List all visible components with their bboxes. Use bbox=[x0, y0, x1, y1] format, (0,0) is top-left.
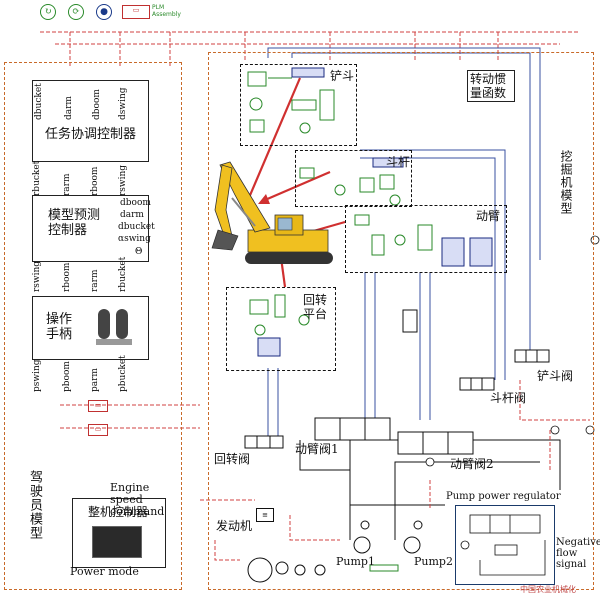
mpc-controller-box[interactable] bbox=[32, 195, 149, 262]
swing-platform-label: 回转平台 bbox=[303, 293, 328, 321]
recycle-icon[interactable]: ↻ bbox=[40, 4, 56, 20]
assembly-tag-icon[interactable]: ▭ bbox=[122, 5, 150, 19]
mpc-output-darm: darm bbox=[120, 210, 144, 220]
boom-label: 动臂 bbox=[476, 209, 501, 223]
operating-handle-label: 操作 手柄 bbox=[46, 312, 73, 342]
engine-speed-sensor-icon[interactable]: ≡ bbox=[256, 508, 274, 522]
bucket-subsystem[interactable] bbox=[240, 64, 357, 146]
excavator-model-frame bbox=[208, 52, 594, 590]
operating-handle-box[interactable] bbox=[32, 296, 149, 360]
bucket-label: 铲斗 bbox=[330, 69, 355, 83]
task-input-dbucket: dbucket bbox=[34, 83, 44, 120]
signal-block-1[interactable]: ▭ bbox=[88, 400, 108, 412]
task-controller-box[interactable] bbox=[32, 80, 149, 162]
mpc-bottom-rswing: rswing bbox=[32, 260, 42, 292]
pump1-label: Pump1 bbox=[336, 555, 375, 568]
pill-label: PLM Assembly bbox=[152, 4, 181, 18]
engine-speed-label: Engine speed command bbox=[110, 481, 165, 518]
inertia-function-label: 转动惯量函数 bbox=[470, 72, 507, 100]
joystick-icon[interactable] bbox=[96, 305, 132, 349]
signal-block-2[interactable]: ▭ bbox=[88, 424, 108, 436]
excavator-model-label: 挖掘机模型 bbox=[559, 150, 573, 215]
negative-flow-label: Negative flow signal bbox=[556, 537, 600, 570]
pump2-label: Pump2 bbox=[414, 555, 453, 568]
bucket-valve-label: 铲斗阀 bbox=[537, 369, 574, 383]
mpc-output-dbucket: dbucket bbox=[118, 222, 155, 232]
swing-platform-subsystem[interactable] bbox=[226, 287, 336, 371]
handle-output-pbucket: pbucket bbox=[118, 355, 128, 392]
mpc-output-theta: Θ bbox=[135, 247, 143, 257]
mpc-bottom-rbucket: rbucket bbox=[118, 256, 128, 292]
task-controller-label: 任务协调控制器 bbox=[45, 127, 137, 142]
mpc-output-aswing: αswing bbox=[118, 234, 151, 244]
handle-output-pswing: pswing bbox=[32, 359, 42, 392]
task-output-rboom: rboom bbox=[90, 166, 100, 196]
pump-regulator-box[interactable] bbox=[455, 505, 555, 585]
handle-output-parm: parm bbox=[90, 368, 100, 392]
vehicle-controller-label: 整机控制器 bbox=[88, 505, 149, 519]
task-output-rbucket: rbucket bbox=[32, 160, 42, 196]
power-mode-label: Power mode bbox=[70, 565, 139, 578]
refresh-icon[interactable]: ⟳ bbox=[68, 4, 84, 20]
driver-model-frame bbox=[4, 62, 182, 590]
pump-regulator-label: Pump power regulator bbox=[446, 491, 561, 502]
mpc-bottom-rarm: rarm bbox=[90, 269, 100, 292]
driver-model-label: 驾驶员模型 bbox=[27, 470, 42, 540]
engine-label: 发动机 bbox=[216, 519, 253, 533]
task-input-dswing: dswing bbox=[118, 87, 128, 120]
task-input-darm: darm bbox=[64, 96, 74, 120]
handle-output-pboom: pboom bbox=[62, 361, 72, 392]
excavator-image bbox=[211, 161, 333, 264]
task-output-rarm: rarm bbox=[62, 173, 72, 196]
mpc-bottom-rboom: rboom bbox=[62, 262, 72, 292]
mpc-output-dboom: dboom bbox=[120, 198, 151, 208]
arm-valve-label: 斗杆阀 bbox=[490, 391, 527, 405]
swing-valve-label: 回转阀 bbox=[214, 452, 251, 466]
task-input-dboom: dboom bbox=[92, 89, 102, 120]
boom-subsystem[interactable] bbox=[345, 205, 507, 273]
toolbar: ↻ ⟳ ● ▭ PLM Assembly bbox=[40, 4, 240, 20]
task-output-rswing: rswing bbox=[118, 164, 128, 196]
arm-label: 斗杆 bbox=[386, 155, 411, 169]
boom-valve2-label: 动臂阀2 bbox=[450, 457, 494, 471]
drop-icon[interactable]: ● bbox=[96, 4, 112, 20]
mpc-controller-label: 模型预测 控制器 bbox=[48, 208, 101, 238]
ecu-icon bbox=[92, 526, 142, 558]
inertia-function-box[interactable] bbox=[467, 70, 515, 102]
watermark: 中国农业机械化 bbox=[520, 585, 576, 594]
boom-valve1-label: 动臂阀1 bbox=[295, 442, 339, 456]
arm-subsystem[interactable] bbox=[295, 150, 412, 207]
